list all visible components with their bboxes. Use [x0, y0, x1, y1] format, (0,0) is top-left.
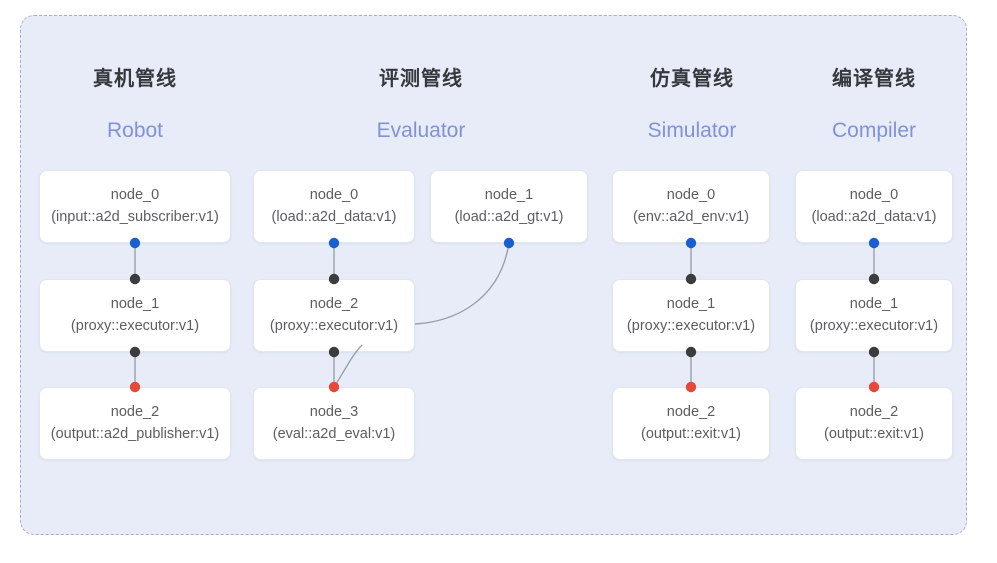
node-box-compiler-node_2[interactable]: node_2(output::exit:v1) — [795, 387, 953, 460]
node-box-robot-node_0[interactable]: node_0(input::a2d_subscriber:v1) — [39, 170, 231, 243]
node-box-evaluator-node_3[interactable]: node_3(eval::a2d_eval:v1) — [253, 387, 415, 460]
node-id-label: node_3 — [309, 404, 359, 421]
node-box-compiler-node_1[interactable]: node_1(proxy::executor:v1) — [795, 279, 953, 352]
node-type-label: (output::a2d_publisher:v1) — [50, 425, 220, 442]
node-type-label: (proxy::executor:v1) — [626, 317, 756, 334]
node-type-label: (env::a2d_env:v1) — [632, 208, 750, 225]
node-type-label: (proxy::executor:v1) — [269, 317, 399, 334]
node-id-label: node_2 — [110, 404, 160, 421]
node-id-label: node_1 — [666, 296, 716, 313]
node-type-label: (eval::a2d_eval:v1) — [272, 425, 396, 442]
node-type-label: (proxy::executor:v1) — [809, 317, 939, 334]
node-type-label: (input::a2d_subscriber:v1) — [51, 208, 219, 225]
node-box-robot-node_1[interactable]: node_1(proxy::executor:v1) — [39, 279, 231, 352]
node-box-simulator-node_1[interactable]: node_1(proxy::executor:v1) — [612, 279, 770, 352]
node-id-label: node_1 — [484, 187, 534, 204]
node-id-label: node_2 — [309, 296, 359, 313]
node-id-label: node_0 — [666, 187, 716, 204]
node-box-simulator-node_2[interactable]: node_2(output::exit:v1) — [612, 387, 770, 460]
node-type-label: (load::a2d_data:v1) — [811, 208, 937, 225]
node-box-robot-node_2[interactable]: node_2(output::a2d_publisher:v1) — [39, 387, 231, 460]
node-id-label: node_1 — [849, 296, 899, 313]
node-type-label: (load::a2d_data:v1) — [271, 208, 397, 225]
node-box-evaluator-node_1[interactable]: node_1(load::a2d_gt:v1) — [430, 170, 588, 243]
node-id-label: node_2 — [849, 404, 899, 421]
node-id-label: node_1 — [110, 296, 160, 313]
node-type-label: (output::exit:v1) — [641, 425, 741, 442]
node-id-label: node_0 — [110, 187, 160, 204]
node-box-evaluator-node_0[interactable]: node_0(load::a2d_data:v1) — [253, 170, 415, 243]
node-box-evaluator-node_2[interactable]: node_2(proxy::executor:v1) — [253, 279, 415, 352]
node-id-label: node_2 — [666, 404, 716, 421]
node-type-label: (proxy::executor:v1) — [70, 317, 200, 334]
node-box-simulator-node_0[interactable]: node_0(env::a2d_env:v1) — [612, 170, 770, 243]
node-box-compiler-node_0[interactable]: node_0(load::a2d_data:v1) — [795, 170, 953, 243]
node-id-label: node_0 — [849, 187, 899, 204]
node-type-label: (output::exit:v1) — [824, 425, 924, 442]
node-id-label: node_0 — [309, 187, 359, 204]
node-type-label: (load::a2d_gt:v1) — [454, 208, 564, 225]
